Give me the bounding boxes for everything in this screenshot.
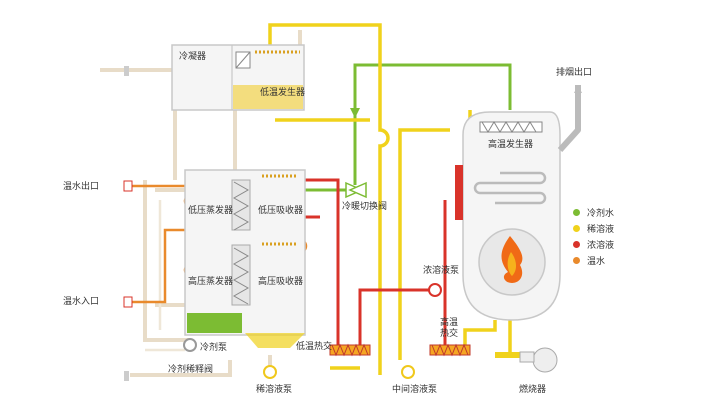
legend-dot-dilute bbox=[573, 224, 580, 232]
dilution-valve-flange bbox=[124, 371, 129, 381]
legend-item-dilute: 稀溶液 bbox=[573, 220, 614, 236]
low-temp-generator-solution bbox=[233, 85, 303, 109]
legend-item-refrigerant: 冷剂水 bbox=[573, 204, 614, 220]
refrigerant-piping bbox=[298, 63, 512, 192]
high-temp-heat-exchanger-label: 高温 热交 bbox=[440, 318, 459, 339]
exhaust-outlet-label: 排烟出口 bbox=[556, 68, 593, 78]
low-pressure-absorber-label: 低压吸收器 bbox=[258, 206, 304, 216]
hot-water-inlet-label: 温水入口 bbox=[63, 297, 100, 307]
condenser-flange bbox=[124, 66, 129, 76]
burner-label: 燃烧器 bbox=[519, 385, 547, 395]
exhaust-chimney bbox=[557, 85, 581, 153]
legend-item-concentrated: 浓溶液 bbox=[573, 236, 614, 252]
high-pressure-evaporator-label: 高压蒸发器 bbox=[188, 277, 234, 287]
eliminator-upper bbox=[231, 179, 251, 231]
concentrated-solution-pump-icon bbox=[428, 283, 442, 297]
high-pressure-absorber-label: 高压吸收器 bbox=[258, 277, 304, 287]
legend-dot-hot-water bbox=[573, 256, 580, 264]
concentrated-solution-pump-label: 浓溶液泵 bbox=[423, 266, 460, 276]
refrigerant-pool bbox=[187, 313, 242, 333]
burner-blower-icon bbox=[532, 347, 558, 373]
high-temp-generator-coil bbox=[479, 121, 543, 133]
legend: 冷剂水 稀溶液 浓溶液 温水 bbox=[573, 204, 614, 268]
high-temp-heat-exchanger-bar bbox=[455, 165, 463, 220]
hot-water-outlet-flange bbox=[123, 180, 133, 192]
intermediate-solution-pump-label: 中间溶液泵 bbox=[392, 385, 438, 395]
beige-piping-thin bbox=[145, 200, 185, 352]
dilute-solution-pump-label: 稀溶液泵 bbox=[256, 385, 293, 395]
low-temp-generator-label: 低温发生器 bbox=[260, 88, 306, 98]
refrigerant-pump-label: 冷剂泵 bbox=[200, 343, 228, 353]
hot-water-inlet-flange bbox=[123, 296, 133, 308]
low-pressure-evaporator-label: 低压蒸发器 bbox=[188, 206, 234, 216]
heat-cool-switch-valve-label: 冷暖切换阀 bbox=[342, 202, 388, 212]
refrigerant-arrow bbox=[350, 108, 360, 118]
condenser-label: 冷凝器 bbox=[179, 52, 207, 62]
absorber-solution-sump bbox=[245, 333, 305, 348]
legend-dot-refrigerant bbox=[573, 208, 580, 216]
high-temp-generator-label: 高温发生器 bbox=[488, 140, 534, 150]
hot-water-outlet-label: 温水出口 bbox=[63, 182, 100, 192]
refrigerant-pump-icon bbox=[183, 338, 197, 352]
intermediate-solution-pump-icon bbox=[401, 365, 415, 379]
dilute-solution-pump-icon bbox=[263, 365, 277, 379]
refrigerant-dilution-valve-label: 冷剂稀释阀 bbox=[168, 365, 214, 375]
legend-item-hot-water: 温水 bbox=[573, 252, 614, 268]
beige-piping bbox=[100, 30, 302, 377]
low-temp-heat-exchanger-label: 低温热交 bbox=[296, 342, 333, 352]
legend-dot-concentrated bbox=[573, 240, 580, 248]
